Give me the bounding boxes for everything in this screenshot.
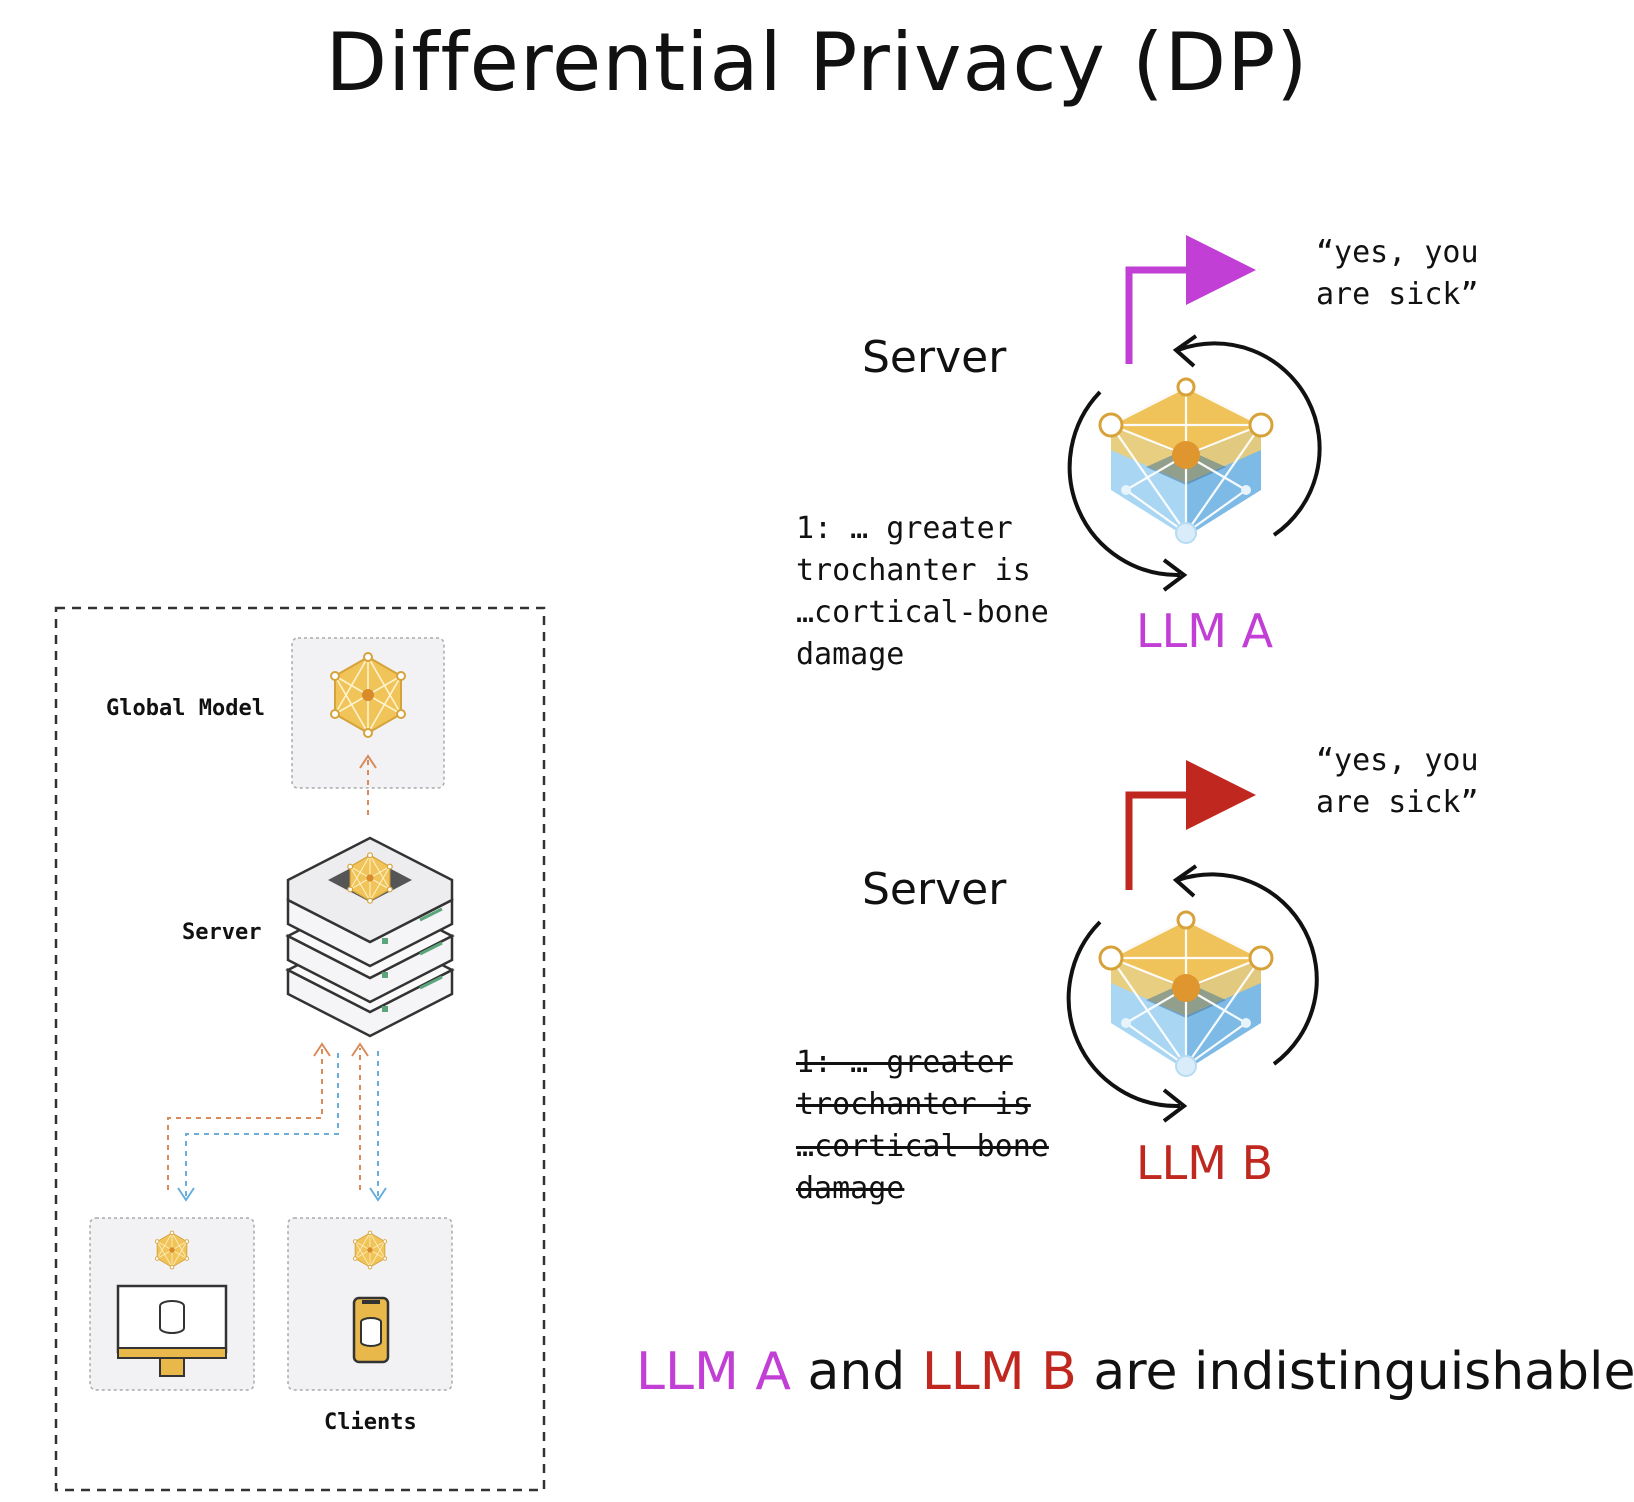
scenario-b-graphics xyxy=(1066,760,1319,1123)
scenario-a-graphics xyxy=(1067,235,1322,592)
cycle-arrow-b-left xyxy=(1066,920,1181,1109)
conclusion-statement: LLM A and LLM B are indistinguishable xyxy=(636,1342,1634,1402)
removed-training-record-b: 1: … greater trochanter is …cortical-bon… xyxy=(796,1045,1049,1206)
page-title: Differential Privacy (DP) xyxy=(325,16,1309,109)
phone-database-icon xyxy=(352,1296,390,1364)
llm-a-model-icon xyxy=(1098,377,1274,545)
conclusion-rest: are indistinguishable xyxy=(1076,1342,1634,1402)
training-record-a: 1: … greater trochanter is …cortical-bon… xyxy=(796,511,1049,672)
llm-a-label: LLM A xyxy=(1136,604,1274,658)
server-stack-icon xyxy=(285,836,455,1038)
output-quote-b: “yes, you are sick” xyxy=(1316,743,1479,820)
server-label-a: Server xyxy=(862,332,1007,383)
output-arrow-a xyxy=(1125,235,1256,364)
llm-b-model-icon xyxy=(1098,910,1274,1078)
server-label-left: Server xyxy=(182,920,262,945)
federated-frame xyxy=(54,606,546,1492)
conclusion-and: and xyxy=(790,1342,922,1402)
desktop-database-icon xyxy=(116,1284,228,1377)
conclusion-llm-b: LLM B xyxy=(921,1342,1077,1402)
cycle-arrow-b-right xyxy=(1177,872,1319,1066)
conclusion-llm-a: LLM A xyxy=(636,1342,791,1402)
clients-label: Clients xyxy=(324,1410,417,1435)
global-model-label: Global Model xyxy=(106,696,265,721)
client-server-connectors xyxy=(167,1048,379,1196)
cycle-arrow-a-right xyxy=(1177,341,1322,537)
output-quote-a: “yes, you are sick” xyxy=(1316,235,1479,312)
cycle-arrow-a-left xyxy=(1067,390,1181,578)
server-label-b: Server xyxy=(862,864,1007,915)
llm-b-label: LLM B xyxy=(1136,1136,1274,1190)
output-arrow-b xyxy=(1125,760,1256,890)
